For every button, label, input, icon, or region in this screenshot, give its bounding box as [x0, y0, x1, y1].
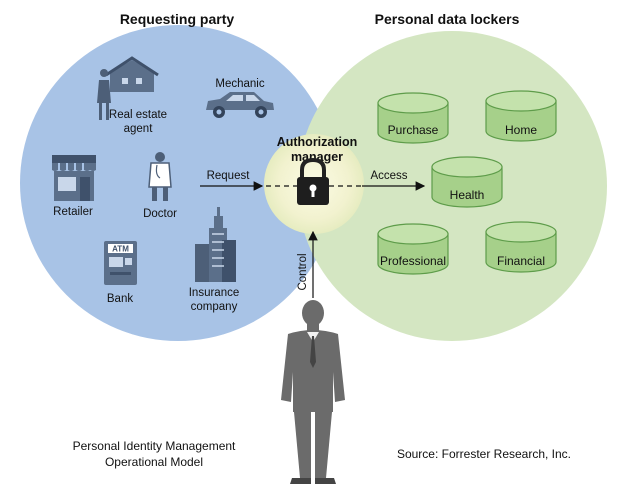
locker-home-label: Home [505, 123, 537, 137]
car-icon [206, 92, 274, 118]
request-label: Request [207, 170, 251, 182]
mechanic-label: Mechanic [215, 78, 264, 90]
locker-financial: Financial [485, 221, 557, 273]
businessman-icon [281, 300, 345, 484]
source-caption: Source: Forrester Research, Inc. [397, 447, 571, 461]
doctor-icon [148, 152, 172, 201]
locker-home: Home [485, 90, 557, 142]
requesting-party-heading: Requesting party [120, 11, 235, 27]
atm-sign-text: ATM [112, 245, 129, 254]
data-lockers-heading: Personal data lockers [375, 11, 520, 27]
doctor-label: Doctor [143, 208, 177, 220]
access-label: Access [370, 170, 407, 182]
locker-financial-label: Financial [497, 254, 545, 268]
atm-icon: ATM [104, 241, 137, 285]
locker-health-label: Health [450, 188, 485, 202]
authorization-manager-title-line1: Authorization [277, 135, 358, 149]
retailer-store-icon [52, 155, 96, 201]
real-estate-label-line2: agent [124, 123, 154, 135]
control-label: Control [297, 253, 309, 290]
locker-purchase-label: Purchase [388, 123, 439, 137]
locker-health: Health [431, 156, 503, 208]
real-estate-agent-icon [97, 56, 159, 120]
locker-purchase: Purchase [377, 92, 449, 144]
locker-professional-label: Professional [380, 254, 446, 268]
insurance-building-icon [195, 207, 236, 282]
retailer-label: Retailer [53, 206, 93, 218]
model-caption-line2: Operational Model [105, 455, 203, 469]
bank-label: Bank [107, 293, 133, 305]
locker-professional: Professional [377, 223, 449, 275]
insurance-label-line2: company [191, 301, 238, 313]
padlock-icon [297, 157, 329, 205]
model-caption-line1: Personal Identity Management [73, 439, 236, 453]
real-estate-label-line1: Real estate [109, 109, 167, 121]
insurance-label-line1: Insurance [189, 287, 240, 299]
